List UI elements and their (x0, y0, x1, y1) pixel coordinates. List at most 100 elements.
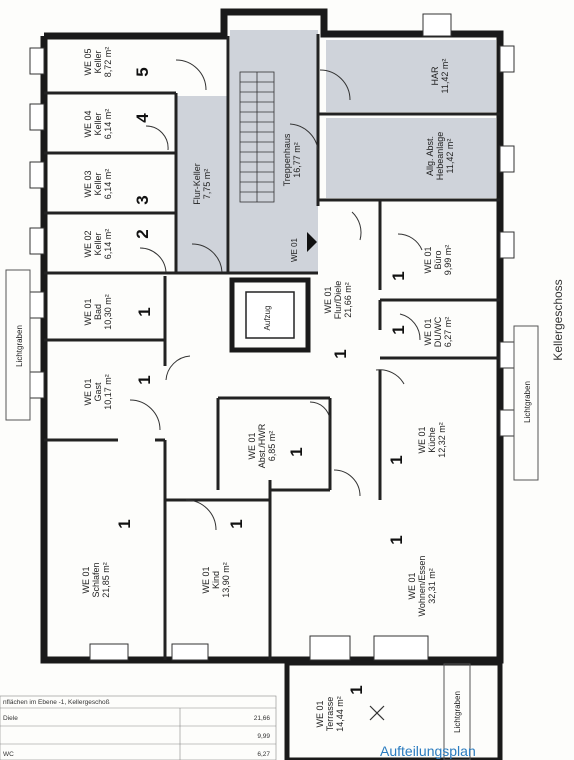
room-label-line: WE 01 (423, 318, 433, 345)
lichtgraben-west-outline (5, 269, 31, 421)
room-label-line: 6,14 m² (103, 229, 113, 260)
room-label-line: 6,14 m² (103, 109, 113, 140)
room-label-line: Wohnen/Essen (417, 556, 427, 617)
room-label-line: 6,14 m² (103, 169, 113, 200)
room-label-line: WE 01 (423, 246, 433, 273)
room-number-wohnen: 1 (387, 535, 406, 544)
room-number-we05: 5 (133, 67, 152, 76)
room-label-line: Keller (93, 232, 103, 255)
doors (129, 59, 423, 531)
room-label-duwc: WE 01DU/WC6,27 m² (423, 316, 453, 347)
room-label-line: 10,30 m² (103, 294, 113, 330)
lichtgraben-terrace-outline (443, 663, 471, 760)
table-row-name: WC (3, 751, 14, 758)
room-label-line: 11,42 m² (445, 139, 455, 174)
room-label-line: WE 01 (201, 566, 211, 593)
room-label-line: WE 01 (315, 700, 325, 727)
room-label-line: HAR (430, 66, 440, 86)
room-label-wohnen: WE 01Wohnen/Essen32,31 m² (407, 556, 437, 617)
stairs (239, 71, 275, 203)
room-number-kind: 1 (227, 519, 246, 528)
room-label-line: WE 05 (83, 48, 93, 75)
room-label-line: Gast (93, 382, 103, 402)
room-label-abst: WE 01Abst./HWR6,85 m² (247, 423, 277, 468)
table-row-value: 9,99 (257, 733, 270, 740)
room-label-line: WE 01 (407, 572, 417, 599)
room-label-kueche: WE 01Küche12,32 m² (417, 422, 447, 458)
interior-walls (44, 34, 500, 660)
room-label-line: 6,85 m² (267, 431, 277, 462)
room-label-line: Treppenhaus (282, 133, 292, 186)
room-label-line: 9,99 m² (443, 245, 453, 276)
room-label-line: Keller (93, 112, 103, 135)
room-label-line: Bad (93, 304, 103, 320)
room-label-we02: WE 02Keller6,14 m² (83, 229, 113, 260)
room-number-we02: 2 (133, 229, 152, 238)
room-label-line: Hebeanlage (435, 132, 445, 181)
room-label-flur: WE 01Flur/Diele21,66 m² (323, 281, 353, 320)
room-label-line: 8,72 m² (103, 47, 113, 78)
room-label-line: 21,66 m² (343, 282, 353, 318)
room-label-line: 7,75 m² (202, 169, 212, 200)
room-number-we04: 4 (133, 113, 152, 123)
aufzug-label: Aufzug (263, 306, 272, 331)
room-label-har: HAR11,42 m² (430, 59, 450, 94)
lichtgraben-east-label: Lichtgraben (523, 381, 532, 423)
lichtgraben-east-outline (513, 325, 539, 481)
room-label-line: WE 03 (83, 170, 93, 197)
lichtgraben-west-label: Lichtgraben (15, 325, 24, 367)
room-number-gast: 1 (135, 375, 154, 384)
room-label-line: Keller (93, 172, 103, 195)
room-number-abst: 1 (287, 447, 306, 456)
room-label-line: WE 01 (417, 426, 427, 453)
room-label-line: WE 01 (81, 566, 91, 593)
table-heading: nflächen im Ebene -1, Kellergeschoß (3, 699, 110, 706)
room-number-duwc: 1 (389, 325, 408, 334)
room-label-line: Terrasse (325, 697, 335, 732)
room-label-line: 32,31 m² (427, 568, 437, 604)
room-label-line: 10,17 m² (103, 374, 113, 410)
room-label-line: 14,44 m² (335, 696, 345, 732)
terrace-outline (284, 660, 503, 760)
room-label-line: WE 01 (83, 378, 93, 405)
room-label-line: 6,27 m² (443, 317, 453, 348)
room-number-bad: 1 (135, 307, 154, 316)
room-label-bad: WE 01Bad10,30 m² (83, 294, 113, 330)
room-label-line: Küche (427, 427, 437, 453)
area-table (0, 695, 277, 760)
room-number-terrasse: 1 (347, 685, 366, 694)
room-label-line: Schlafen (91, 562, 101, 597)
room-number-we03: 3 (133, 195, 152, 204)
room-label-line: Allg. Abst. (425, 136, 435, 176)
room-number-kueche: 1 (387, 455, 406, 464)
footer-title: Aufteilungsplan (380, 743, 476, 759)
room-label-line: WE 02 (83, 230, 93, 257)
room-label-line: 16,77 m² (292, 142, 302, 178)
room-label-schlafen: WE 01Schlafen21,85 m² (81, 562, 111, 598)
room-label-we04: WE 04Keller6,14 m² (83, 109, 113, 140)
windows (29, 13, 515, 661)
shade-hebe (326, 118, 496, 198)
room-label-line: Keller (93, 50, 103, 73)
room-label-line: WE 04 (83, 110, 93, 137)
room-label-line: WE 01 (247, 432, 257, 459)
room-label-line: 11,42 m² (440, 59, 450, 94)
room-label-line: Kind (211, 571, 221, 589)
page-title: Kellergeschoss (551, 279, 565, 360)
stair-arrow-icon (307, 232, 317, 252)
room-label-hebe: Allg. Abst.Hebeanlage11,42 m² (425, 132, 455, 181)
room-label-line: WE 01 (323, 286, 333, 313)
elevator-car (245, 291, 295, 339)
room-label-line: Büro (433, 250, 443, 269)
room-label-line: Flur/Diele (333, 281, 343, 320)
room-label-line: 21,85 m² (101, 562, 111, 598)
table-row-value: 6,27 (257, 751, 270, 758)
room-number-flur: 1 (331, 349, 350, 358)
room-number-schlafen: 1 (115, 519, 134, 528)
table-row-name: Diele (3, 715, 18, 722)
room-label-line: DU/WC (433, 316, 443, 347)
room-label-treppenhaus: Treppenhaus16,77 m² (282, 133, 302, 186)
room-label-buero: WE 01Büro9,99 m² (423, 245, 453, 276)
